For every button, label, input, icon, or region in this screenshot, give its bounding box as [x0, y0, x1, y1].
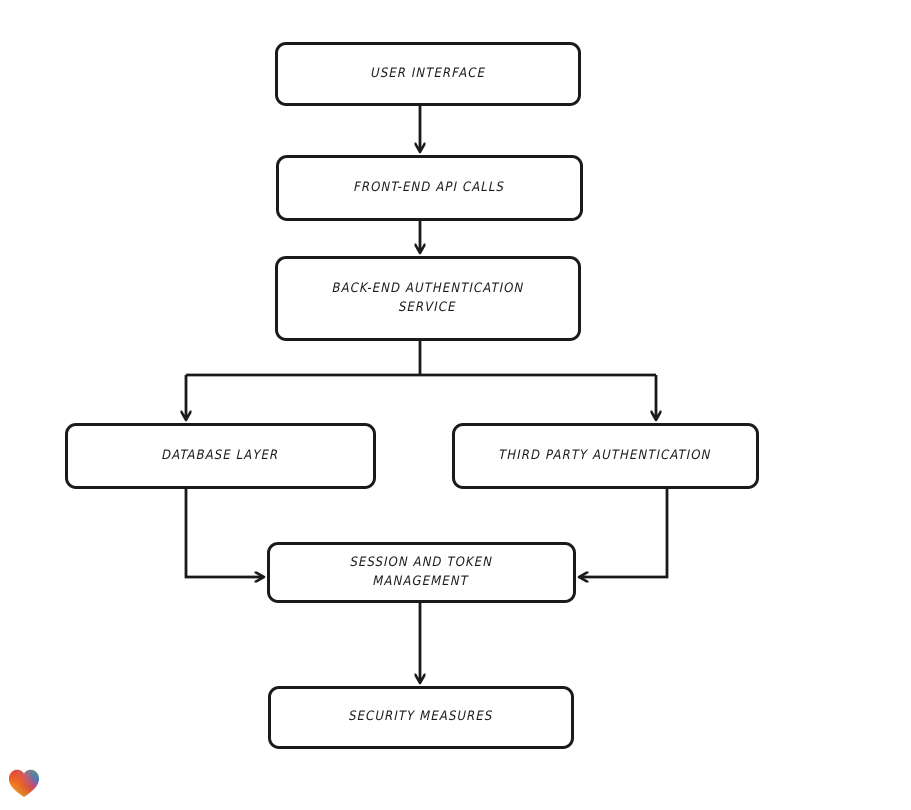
node-frontend-api-calls-label: Front-End API Calls	[353, 179, 506, 195]
node-third-party-authentication[interactable]: Third Party Authentication	[452, 423, 759, 489]
node-user-interface-label: User Interface	[370, 65, 486, 81]
heart-icon	[9, 769, 39, 797]
edge-thirdparty-to-session	[580, 489, 669, 577]
node-third-party-authentication-label: Third Party Authentication	[499, 447, 712, 463]
node-session-and-token-management-label: Session and Token Management	[350, 554, 494, 589]
node-frontend-api-calls[interactable]: Front-End API Calls	[276, 155, 583, 221]
node-database-layer-label: Database Layer	[161, 447, 280, 463]
node-database-layer[interactable]: Database Layer	[65, 423, 376, 489]
node-backend-authentication-service[interactable]: Back-End Authentication Service	[275, 256, 581, 341]
edge-database-to-session	[184, 489, 263, 577]
node-session-and-token-management[interactable]: Session and Token Management	[267, 542, 576, 603]
node-security-measures[interactable]: Security Measures	[268, 686, 574, 749]
node-backend-authentication-service-label: Back-End Authentication Service	[332, 280, 525, 315]
node-security-measures-label: Security Measures	[348, 709, 494, 725]
node-user-interface[interactable]: User Interface	[275, 42, 581, 106]
